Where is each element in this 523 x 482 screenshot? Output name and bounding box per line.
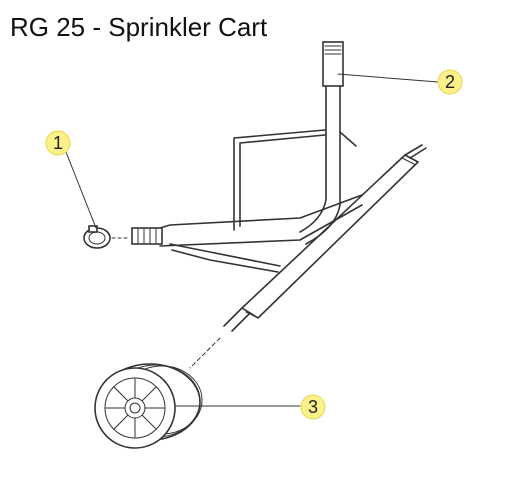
base-frame (159, 194, 363, 273)
leader-line-1 (65, 151, 97, 229)
callout-2: 2 (437, 69, 463, 95)
leader-line-2 (337, 73, 439, 83)
callout-1: 1 (45, 130, 71, 156)
hose-inlet (111, 227, 163, 245)
callout-1-label: 1 (53, 133, 63, 153)
hose-clamp (83, 225, 111, 249)
axle-tube (189, 144, 427, 369)
callout-3: 3 (300, 394, 326, 420)
wheel (94, 363, 203, 449)
callout-3-label: 3 (308, 397, 318, 417)
riser-pipe (299, 41, 344, 245)
back-frame (233, 129, 357, 231)
diagram-title: RG 25 - Sprinkler Cart (10, 12, 268, 42)
callout-2-label: 2 (445, 72, 455, 92)
